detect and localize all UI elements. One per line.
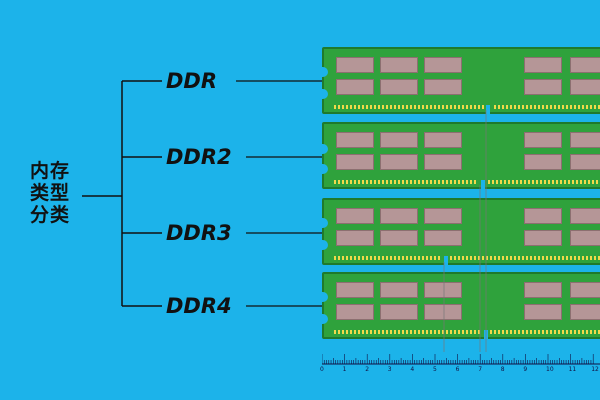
ram-module-ddr4: [322, 272, 600, 339]
ruler-tick-label: 10: [546, 366, 554, 373]
branch-label-ddr2: DDR2: [166, 145, 232, 169]
ruler-tick-label: 4: [410, 366, 415, 373]
root-label-line: 类型: [29, 182, 70, 204]
ram-module-ddr3: [322, 198, 600, 265]
root-label: 内存 类型 分类: [22, 160, 78, 226]
ruler: [322, 354, 600, 365]
ruler-tick-label: 8: [500, 366, 505, 373]
ruler-tick-label: 9: [523, 366, 528, 373]
ruler-tick-label: 3: [387, 366, 392, 373]
branch-label-ddr: DDR: [166, 69, 218, 93]
root-label-line: 分类: [29, 204, 70, 226]
ruler-tick-label: 6: [455, 366, 460, 373]
root-label-line: 内存: [29, 160, 70, 182]
ruler-tick-label: 0: [320, 366, 324, 373]
ruler-tick-label: 7: [478, 366, 483, 373]
branch-label-ddr4: DDR4: [166, 294, 232, 318]
ram-module-ddr2: [322, 122, 600, 189]
ruler-tick-label: 11: [568, 366, 577, 373]
ram-module-ddr: [322, 47, 600, 114]
ruler-tick-label: 1: [342, 366, 347, 373]
ruler-tick-label: 12: [591, 366, 599, 373]
ruler-tick-label: 2: [365, 366, 370, 373]
branch-label-ddr3: DDR3: [166, 221, 232, 245]
ruler-tick-label: 5: [433, 366, 437, 373]
